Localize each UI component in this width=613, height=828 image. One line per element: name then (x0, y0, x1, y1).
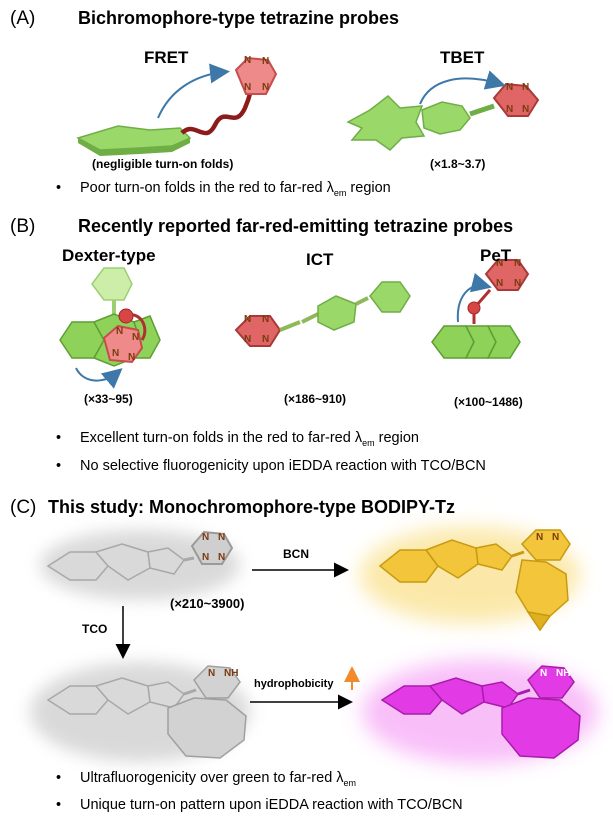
atom-n: N (244, 334, 252, 345)
bodipy-tz-start-shape (40, 530, 240, 600)
bullet-sub: em (362, 437, 375, 448)
atom-n: N (116, 326, 124, 337)
pet-label: PeT (480, 246, 512, 265)
atom-n: N (522, 82, 530, 93)
section-a-bullet: •Poor turn-on folds in the red to far-re… (56, 180, 391, 198)
section-c-bullet-2: •Unique turn-on pattern upon iEDDA react… (56, 797, 463, 813)
tbet-label: TBET (440, 48, 485, 67)
atom-n: N (552, 532, 560, 543)
fret-label: FRET (144, 48, 189, 67)
atom-n: N (514, 278, 522, 289)
section-b-bullet-1: •Excellent turn-on folds in the red to f… (56, 430, 419, 448)
tbet-fold: (×1.8~3.7) (430, 157, 486, 171)
pet-electron-arrow (456, 272, 492, 323)
atom-n: N (244, 82, 252, 93)
dexter-energy-arrow (75, 367, 123, 389)
atom-n: N (514, 258, 522, 269)
ict-fold: (×186~910) (284, 392, 347, 406)
atom-n: N (262, 82, 270, 93)
atom-n: N (218, 532, 226, 543)
atom-n: N (244, 314, 252, 325)
atom-n: N (522, 104, 530, 115)
dexter-probe-shape (59, 267, 161, 367)
atom-n: N (496, 258, 504, 269)
atom-n: N (128, 352, 136, 363)
atom-n: N (506, 104, 514, 115)
tco-product-shape (30, 662, 250, 762)
dexter-label: Dexter-type (62, 246, 156, 265)
tbet-donor-shape (346, 82, 540, 151)
atom-n: N (540, 668, 548, 679)
tbet-energy-arrow (419, 70, 506, 105)
section-b-bullet-2: •No selective fluorogenicity upon iEDDA … (56, 458, 486, 474)
magenta-product-shape (362, 660, 598, 764)
atom-n: N (218, 552, 226, 563)
pet-probe-shape (431, 259, 530, 359)
fret-energy-arrow (157, 63, 230, 119)
bcn-product-shape (360, 527, 580, 632)
bullet-sub: em (343, 777, 357, 788)
atom-n: N (262, 56, 270, 67)
start-fold: (×210~3900) (170, 596, 245, 611)
section-c-title: This study: Monochromophore-type BODIPY-… (48, 497, 456, 517)
bullet-sub: em (333, 187, 347, 198)
atom-n: N (244, 55, 252, 66)
section-a-letter: (A) (10, 8, 36, 29)
atom-nh: NH (224, 668, 239, 679)
hydrophobicity-label: hydrophobicity (254, 678, 334, 690)
fret-note: (negligible turn-on folds) (92, 157, 234, 171)
atom-n: N (536, 532, 544, 543)
section-c-bullet-1: •Ultrafluorogenicity over green to far-r… (56, 770, 357, 788)
atom-n: N (506, 82, 514, 93)
atom-n: N (202, 532, 210, 543)
bullet-text: Excellent turn-on folds in the red to fa… (80, 430, 363, 446)
bullet-text: No selective fluorogenicity upon iEDDA r… (80, 458, 486, 474)
section-c-letter: (C) (10, 497, 37, 518)
bcn-label: BCN (283, 547, 309, 561)
section-a-title: Bichromophore-type tetrazine probes (78, 8, 400, 28)
dexter-fold: (×33~95) (84, 392, 133, 406)
pet-fold: (×100~1486) (454, 395, 523, 409)
atom-n: N (112, 348, 120, 359)
atom-n: N (262, 334, 270, 345)
section-b-title: Recently reported far-red-emitting tetra… (78, 216, 514, 236)
bullet-suffix: region (374, 430, 419, 446)
atom-n: N (202, 552, 210, 563)
bullet-suffix: region (346, 180, 391, 196)
section-b-letter: (B) (10, 216, 36, 237)
atom-n: N (496, 278, 504, 289)
atom-n: N (132, 332, 140, 343)
atom-n: N (262, 314, 270, 325)
atom-nh: NH (556, 668, 571, 679)
atom-n: N (208, 668, 216, 679)
fret-acceptor-tetrazine (234, 56, 278, 95)
ict-probe-shape (234, 281, 411, 347)
fret-donor-shape (76, 125, 192, 156)
bullet-text: Poor turn-on folds in the red to far-red… (80, 180, 334, 196)
bullet-text: Ultrafluorogenicity over green to far-re… (80, 770, 344, 786)
tco-label: TCO (82, 622, 108, 636)
ict-label: ICT (306, 250, 334, 269)
bullet-text: Unique turn-on pattern upon iEDDA reacti… (80, 797, 463, 813)
